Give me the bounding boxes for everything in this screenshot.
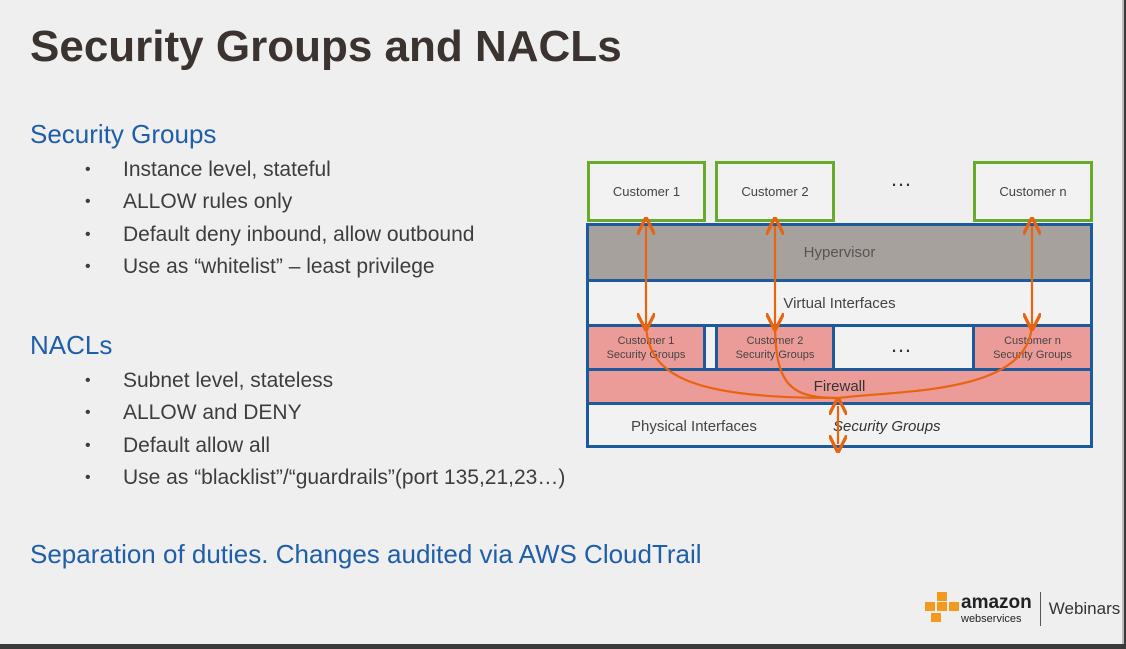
customer-n-box: Customer n	[973, 161, 1093, 222]
curve-1	[644, 321, 839, 400]
bullet: Default allow all	[85, 430, 565, 462]
ellipsis: …	[890, 166, 914, 191]
nacls-bullets: Subnet level, stateless ALLOW and DENY D…	[85, 365, 565, 494]
logo-webinars: Webinars	[1048, 599, 1121, 618]
bullet: Use as “blacklist”/“guardrails”(port 135…	[85, 462, 565, 494]
physical-interfaces-label: Physical Interfaces	[631, 418, 757, 435]
curve-n	[837, 321, 1034, 400]
aws-cubes-icon	[925, 592, 959, 622]
bullet: Default deny inbound, allow outbound	[85, 219, 474, 251]
sg-label: Customer n	[1004, 334, 1061, 347]
bullet: Use as “whitelist” – least privilege	[85, 251, 474, 283]
slide-title: Security Groups and NACLs	[30, 22, 622, 71]
logo-amazon: amazon	[961, 591, 1032, 613]
sg-label: Security Groups	[606, 348, 686, 361]
sg-label: Customer 1	[617, 334, 675, 347]
bullet: ALLOW rules only	[85, 186, 474, 218]
bullet: ALLOW and DENY	[85, 397, 565, 429]
customer-1-box: Customer 1	[587, 161, 706, 222]
logo-divider	[1039, 592, 1041, 626]
heading-nacls: NACLs	[30, 330, 113, 360]
sg-label: Security Groups	[993, 348, 1072, 361]
curve-2	[773, 321, 839, 400]
heading-security-groups: Security Groups	[30, 119, 217, 149]
bullet: Subnet level, stateless	[85, 365, 565, 397]
footer-note: Separation of duties. Changes audited vi…	[30, 539, 702, 569]
bullet: Instance level, stateful	[85, 154, 474, 186]
security-groups-bullets: Instance level, stateful ALLOW rules onl…	[85, 154, 474, 283]
logo-webservices: webservices	[961, 612, 1022, 625]
security-groups-label: Security Groups	[833, 418, 941, 435]
sg-label: Security Groups	[735, 348, 815, 361]
ellipsis: …	[890, 332, 914, 357]
aws-webinars-logo: amazon webservices Webinars	[925, 592, 1120, 626]
